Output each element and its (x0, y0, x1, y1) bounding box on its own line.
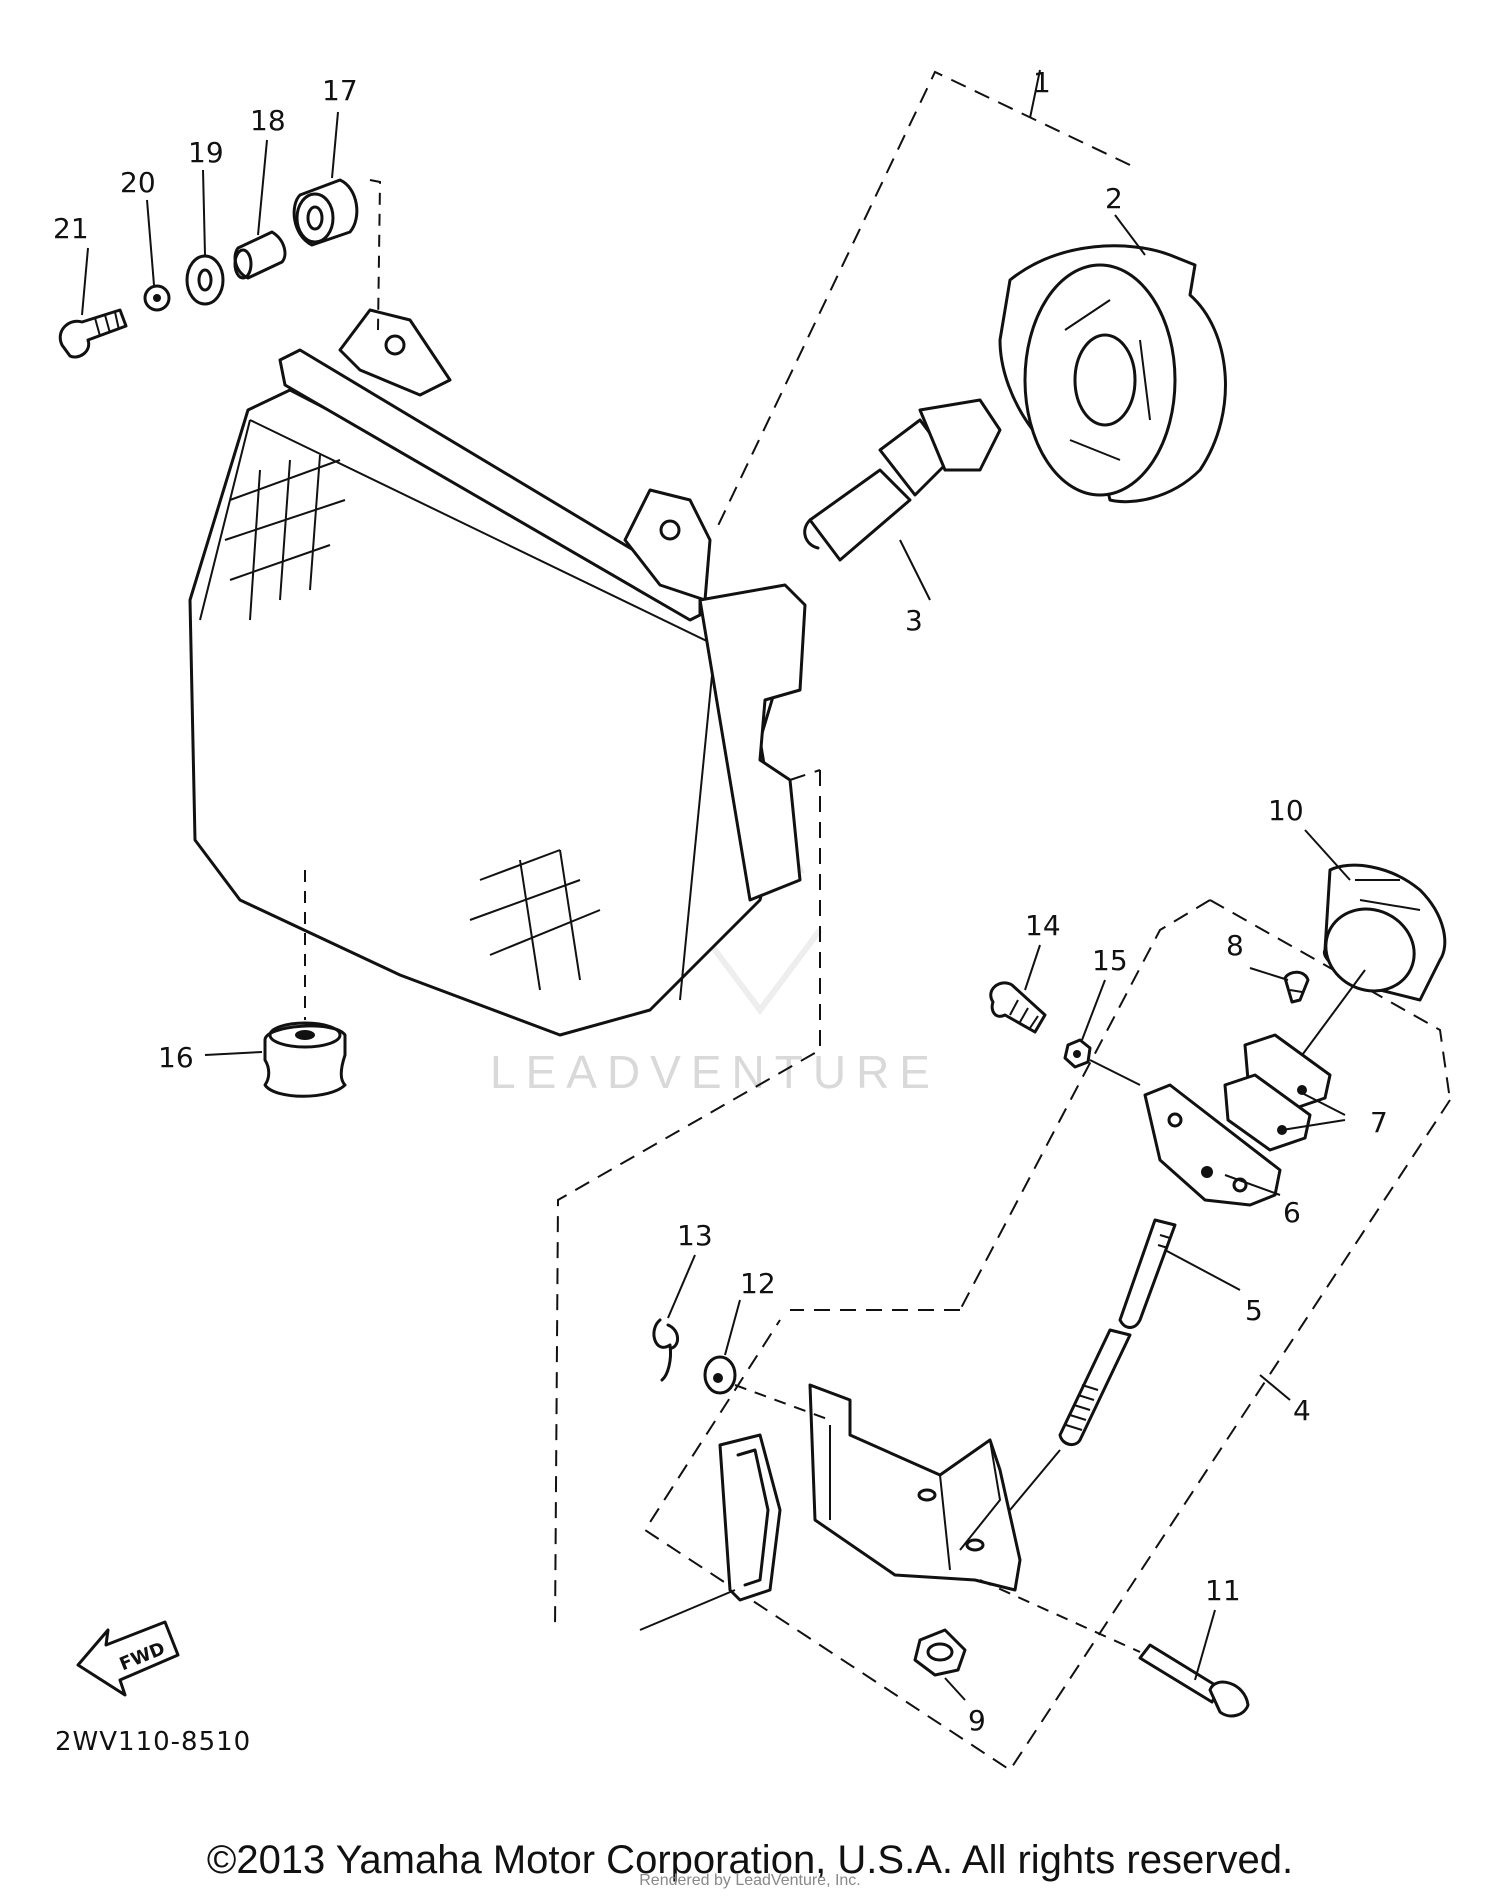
callout-3: 3 (905, 604, 923, 637)
adjuster-knob (1279, 863, 1447, 1086)
drawing-code: 2WV110-8510 (55, 1727, 251, 1757)
threaded-rod (1009, 1328, 1132, 1511)
assembly-1-outline (714, 69, 1131, 533)
cushion-plate (639, 1433, 782, 1631)
callout-21: 21 (53, 212, 89, 245)
callout-7: 7 (1370, 1106, 1388, 1139)
assembly-4-outline (554, 769, 1451, 1772)
rubber-grommet (263, 1021, 347, 1098)
callout-11: 11 (1205, 1574, 1241, 1607)
callout-8: 8 (1226, 929, 1244, 962)
flange-nut (913, 1628, 967, 1701)
callout-10: 10 (1268, 794, 1304, 827)
callout-2: 2 (1105, 182, 1123, 215)
callout-5: 5 (1245, 1294, 1263, 1327)
callout-13: 13 (677, 1219, 713, 1252)
adjuster-pin (1118, 1218, 1177, 1329)
callout-leaders (81, 111, 1351, 1681)
callout-9: 9 (968, 1704, 986, 1737)
headlight-unit (188, 308, 807, 1037)
clip-and-washer (652, 1254, 831, 1421)
callout-1: 1 (1033, 66, 1051, 99)
callout-15: 15 (1092, 944, 1128, 977)
rendered-by-notice: Rendered by LeadVenture, Inc. (639, 1872, 861, 1889)
callout-numbers: 1 2 3 4 5 6 7 8 9 10 11 12 13 14 15 16 1… (53, 66, 1388, 1737)
callout-16: 16 (158, 1041, 194, 1074)
callout-19: 19 (188, 136, 224, 169)
socket-cover (998, 244, 1227, 504)
adjuster-plates (1223, 1033, 1332, 1152)
callout-20: 20 (120, 166, 156, 199)
watermark-text: LEADVENTURE (490, 1046, 940, 1098)
through-bolt (979, 1579, 1250, 1718)
adjuster-bracket (1143, 1083, 1282, 1207)
callout-12: 12 (740, 1267, 776, 1300)
callout-14: 14 (1025, 909, 1061, 942)
mounting-hardware-top (58, 178, 382, 359)
callout-18: 18 (250, 104, 286, 137)
callout-4: 4 (1293, 1394, 1311, 1427)
small-fasteners (989, 970, 1310, 1086)
headlight-bulb (803, 398, 1002, 601)
callout-17: 17 (322, 74, 358, 107)
fwd-arrow-icon: FWD (76, 1620, 180, 1697)
watermark: LEADVENTURE (490, 772, 940, 1098)
headlight-stay-bracket (808, 1383, 1022, 1592)
callout-6: 6 (1283, 1196, 1301, 1229)
copyright-notice: ©2013 Yamaha Motor Corporation, U.S.A. A… (206, 1838, 1294, 1882)
